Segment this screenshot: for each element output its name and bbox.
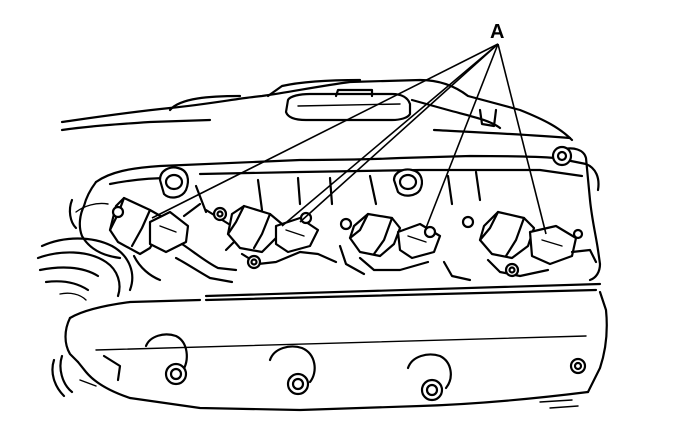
bolt-head-top-right xyxy=(551,145,573,167)
coil-4-bracket xyxy=(442,248,598,282)
valve-cover-ridges xyxy=(194,170,482,214)
ignition-coil-4 xyxy=(461,210,584,266)
callout-label-a: A xyxy=(490,21,504,43)
leader-line-coil-1 xyxy=(151,43,499,219)
cylinder-head-cover xyxy=(68,147,602,302)
leader-line-coil-2b xyxy=(299,43,499,223)
intake-manifold-outline xyxy=(60,78,574,142)
wiring-harness-left xyxy=(132,202,242,284)
leader-line-coil-2 xyxy=(281,43,499,227)
coil-2-bracket xyxy=(240,250,338,270)
left-hose-assembly xyxy=(36,237,134,301)
ignition-coil-1 xyxy=(108,196,190,256)
lower-manifold xyxy=(51,290,608,412)
coil-3-bracket xyxy=(338,244,430,276)
ignition-coil-2 xyxy=(212,204,320,254)
spark-plug-boss-2 xyxy=(392,168,423,197)
callout-a-leader-lines xyxy=(151,43,547,235)
leader-line-coil-4 xyxy=(497,43,547,235)
leader-line-coil-3 xyxy=(425,43,499,229)
spark-plug-boss-1 xyxy=(158,166,189,199)
ignition-coil-3 xyxy=(339,212,442,260)
